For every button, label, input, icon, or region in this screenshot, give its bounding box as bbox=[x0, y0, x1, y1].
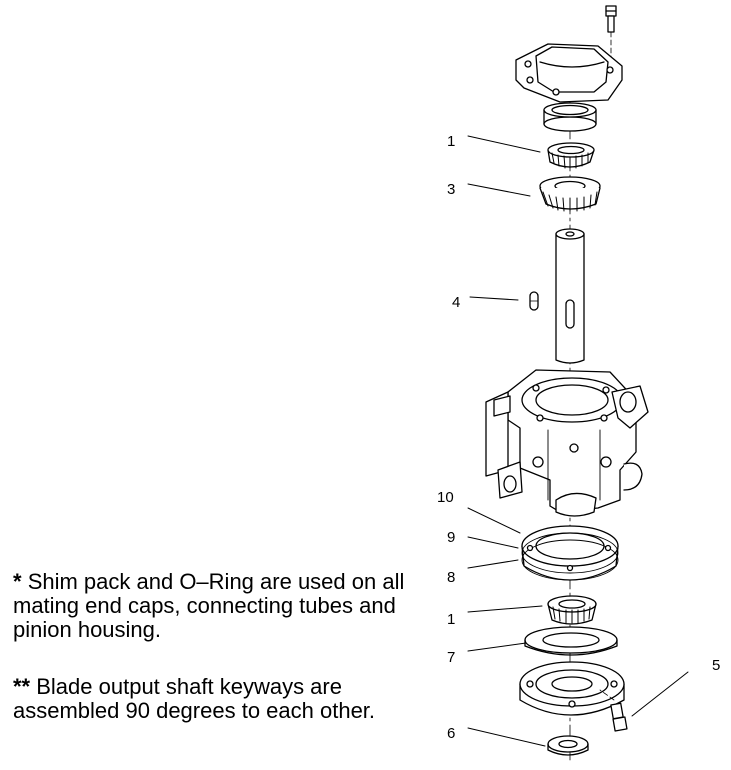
leader-lines bbox=[467, 135, 689, 747]
callout-1-lower: 1 bbox=[447, 611, 455, 628]
bevel-gear-upper bbox=[539, 176, 601, 212]
key bbox=[529, 291, 539, 311]
callout-6: 6 bbox=[447, 725, 455, 742]
callout-5: 5 bbox=[712, 657, 720, 674]
callout-10: 10 bbox=[437, 489, 454, 506]
lower-shim bbox=[524, 626, 618, 656]
note-shim-pack: * Shim pack and O–Ring are used on all m… bbox=[13, 570, 413, 642]
callout-7: 7 bbox=[447, 649, 455, 666]
note2-text: Blade output shaft keyways are assembled… bbox=[13, 674, 376, 723]
note1-marker: * bbox=[13, 569, 22, 594]
tapered-bearing-lower bbox=[547, 595, 597, 625]
top-end-cap bbox=[515, 43, 623, 103]
pinion-housing bbox=[485, 369, 649, 517]
shim-and-o-ring-stack bbox=[521, 525, 619, 581]
note-keyways: ** Blade output shaft keyways are assemb… bbox=[13, 675, 413, 723]
note2-marker: ** bbox=[13, 674, 31, 699]
lower-end-cap bbox=[519, 661, 625, 716]
callout-9: 9 bbox=[447, 529, 455, 546]
callout-4: 4 bbox=[452, 294, 460, 311]
lower-seal bbox=[547, 735, 589, 756]
bearing-cup-top bbox=[543, 102, 597, 132]
callout-1-upper: 1 bbox=[447, 133, 455, 150]
tapered-bearing-upper bbox=[547, 142, 595, 169]
note1-text: Shim pack and O–Ring are used on all mat… bbox=[13, 569, 405, 642]
lower-bolt bbox=[599, 689, 628, 732]
callout-8: 8 bbox=[447, 569, 455, 586]
shaft bbox=[555, 228, 585, 364]
callout-3: 3 bbox=[447, 181, 455, 198]
